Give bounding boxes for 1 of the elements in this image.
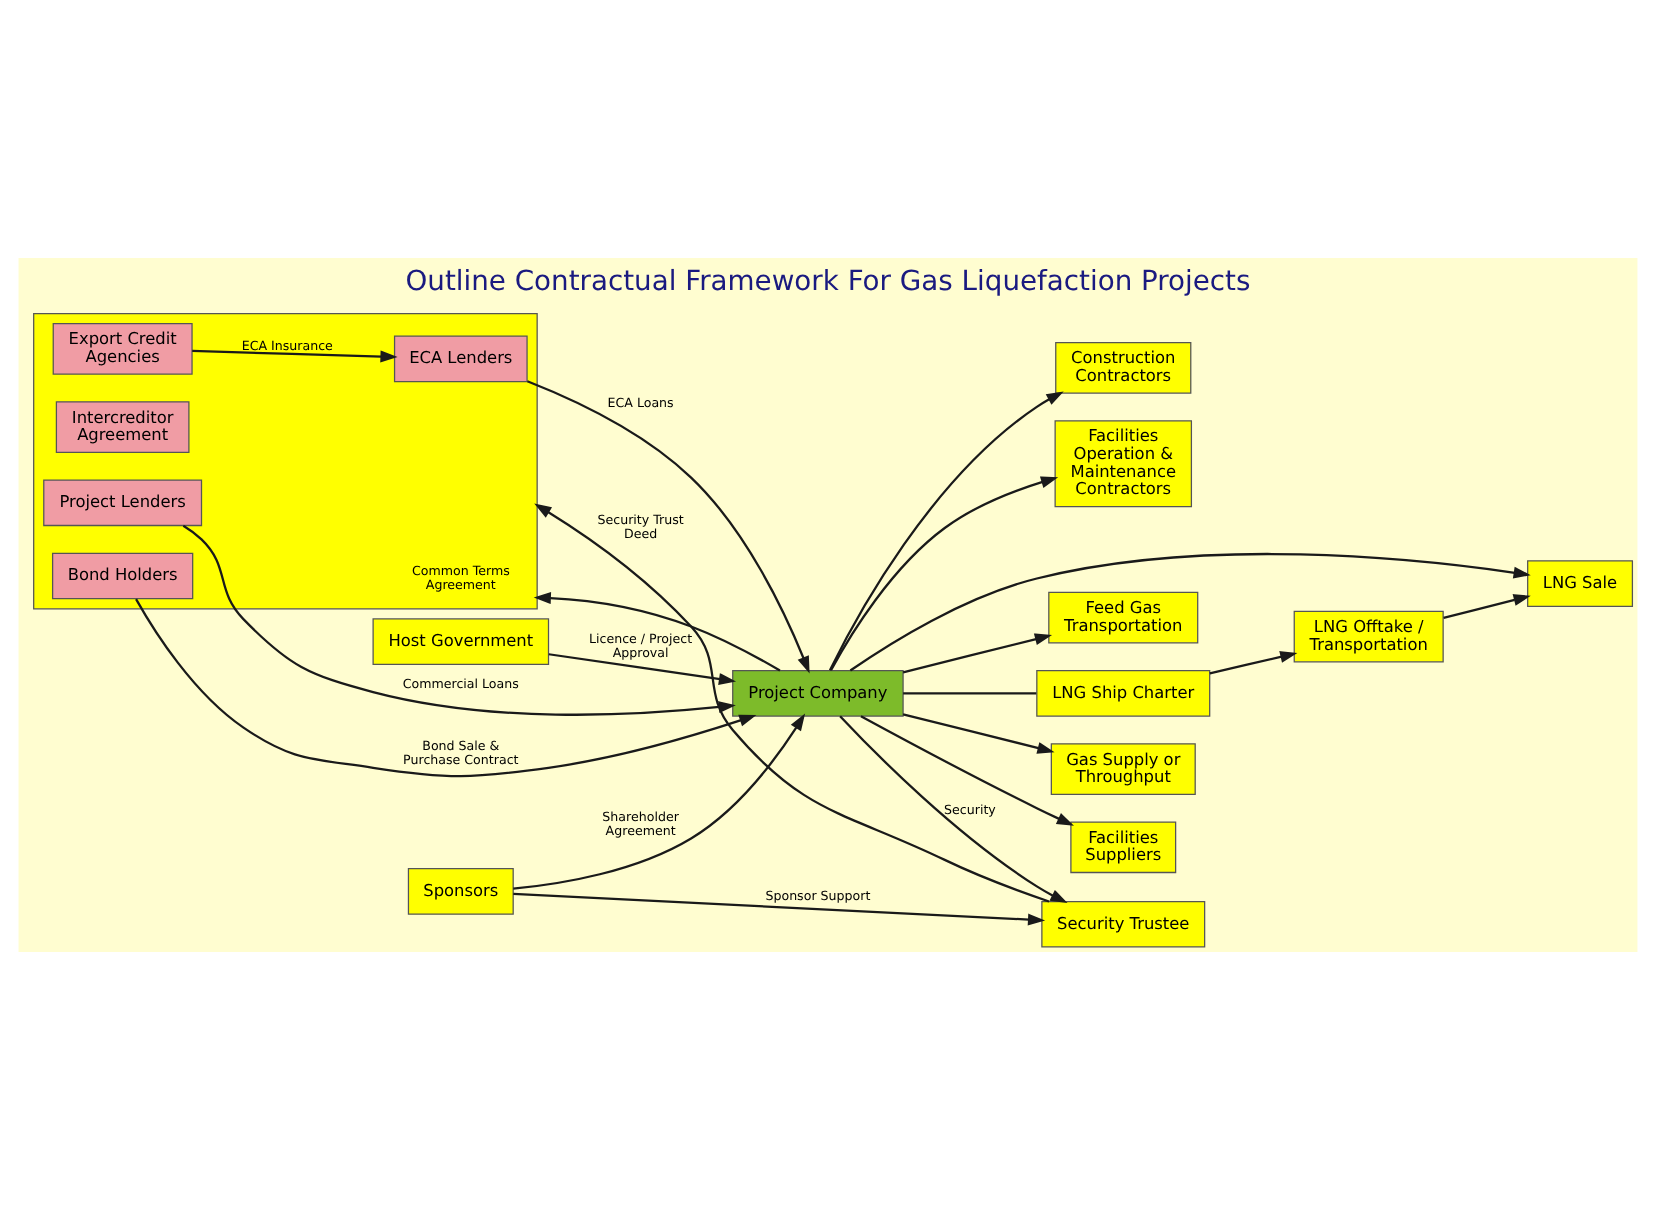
diagram-title: Outline Contractual Framework For Gas Liquefaction Projects bbox=[404, 266, 1250, 299]
